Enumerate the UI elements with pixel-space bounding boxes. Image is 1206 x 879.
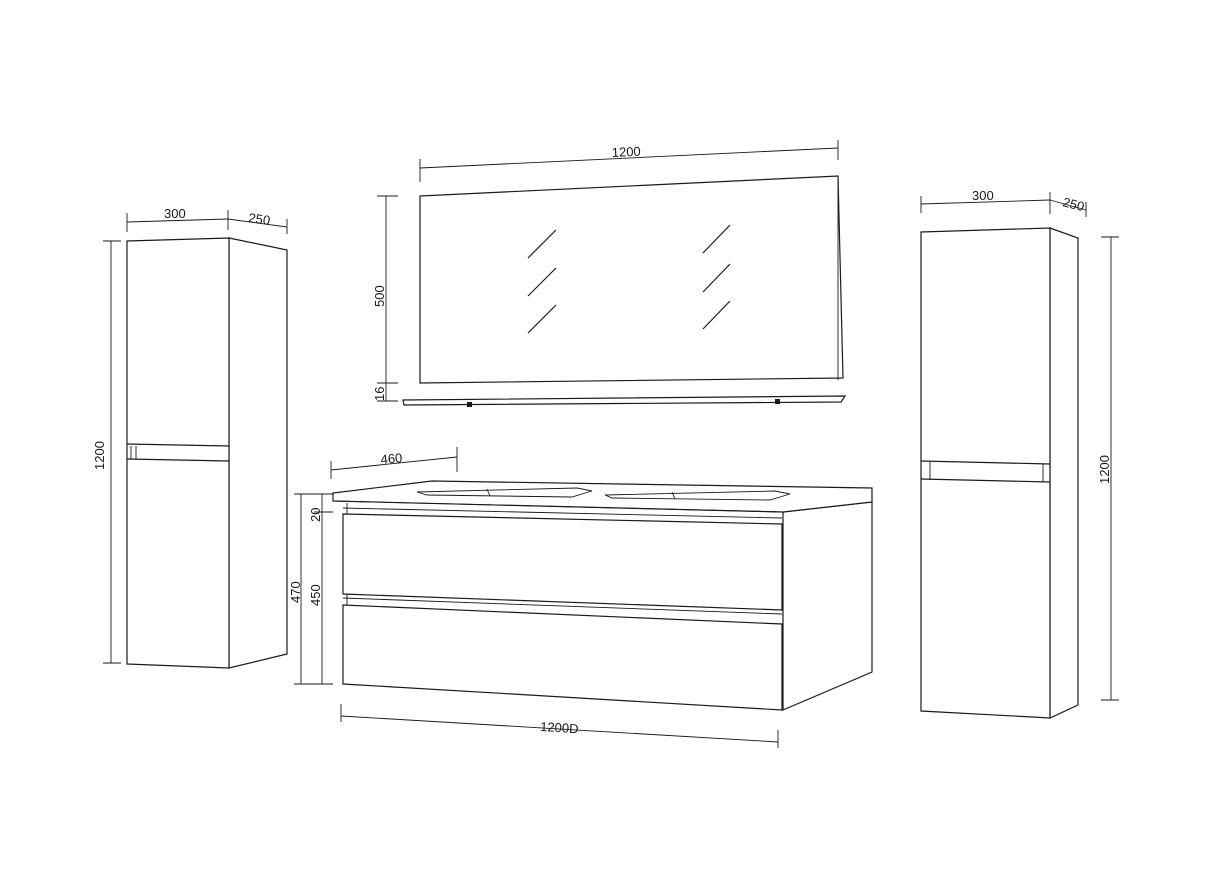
vanity-side [782, 501, 873, 711]
lower-drawer [342, 604, 783, 711]
glass-shelf [402, 395, 847, 406]
left-cabinet-front [126, 237, 230, 669]
right-cabinet [920, 227, 1079, 719]
right-cabinet-width-label: 300 [972, 188, 994, 203]
left-cabinet-depth-label: 250 [248, 210, 272, 228]
shelf-bracket-right [775, 399, 780, 404]
right-cabinet-front [920, 227, 1051, 719]
upper-drawer [342, 513, 783, 611]
mirror-height-label: 500 [372, 285, 387, 307]
mirror-width-label: 1200 [611, 144, 641, 160]
right-cabinet-side [1049, 227, 1079, 719]
shelf-bracket-left [467, 402, 472, 407]
mirror-dimensions: 1200 500 16 [372, 140, 839, 402]
vanity-depth-label: 460 [380, 450, 403, 467]
vanity-width-label: 1200D [540, 719, 579, 736]
left-cabinet-height-label: 1200 [92, 441, 107, 470]
mirror-panel [419, 175, 844, 384]
mirror-reflection-marks [527, 224, 731, 334]
right-cabinet-height-label: 1200 [1097, 455, 1112, 484]
countertop-thickness-label: 20 [308, 508, 323, 522]
drawer-height-label: 450 [308, 584, 323, 606]
vanity-unit [332, 480, 873, 711]
left-cabinet-side [228, 237, 288, 669]
right-cabinet-depth-label: 250 [1061, 194, 1086, 214]
shelf-thickness-label: 16 [372, 387, 387, 401]
mirror [402, 175, 847, 407]
right-cabinet-dimensions: 300 250 1200 [920, 188, 1119, 701]
basin-right [604, 490, 791, 501]
basin-left [416, 487, 593, 498]
vanity-dimensions: 460 470 20 450 1200D [288, 447, 779, 748]
vanity-total-height-label: 470 [288, 581, 303, 603]
left-cabinet-dimensions: 300 250 1200 [92, 206, 288, 664]
left-cabinet-width-label: 300 [164, 206, 186, 221]
left-cabinet [126, 237, 288, 669]
